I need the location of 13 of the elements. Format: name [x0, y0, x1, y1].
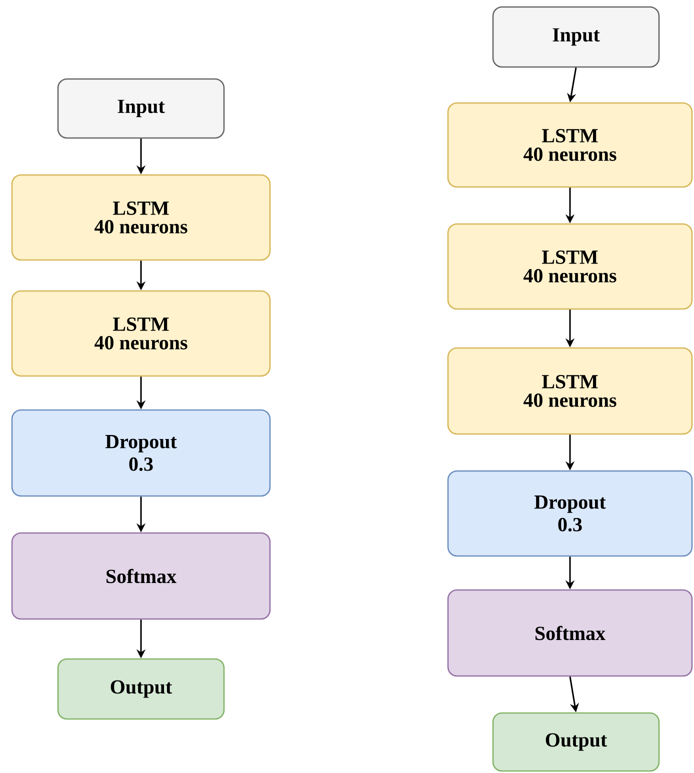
layer-box: LSTM 40 neurons	[11, 290, 271, 377]
layer-box: Dropout 0.3	[447, 470, 693, 557]
input-box: Input	[492, 6, 660, 68]
output-box: Output	[492, 712, 660, 772]
layer-box: Softmax	[11, 532, 271, 620]
layer-box: Dropout 0.3	[11, 409, 271, 497]
layer-box: Softmax	[447, 589, 693, 677]
layer-box: LSTM 40 neurons	[447, 102, 693, 188]
layer-box: LSTM 40 neurons	[447, 223, 693, 310]
layer-box: LSTM 40 neurons	[447, 347, 693, 435]
layer-box: LSTM 40 neurons	[11, 174, 271, 261]
input-box: Input	[57, 78, 225, 139]
output-box: Output	[57, 658, 225, 720]
